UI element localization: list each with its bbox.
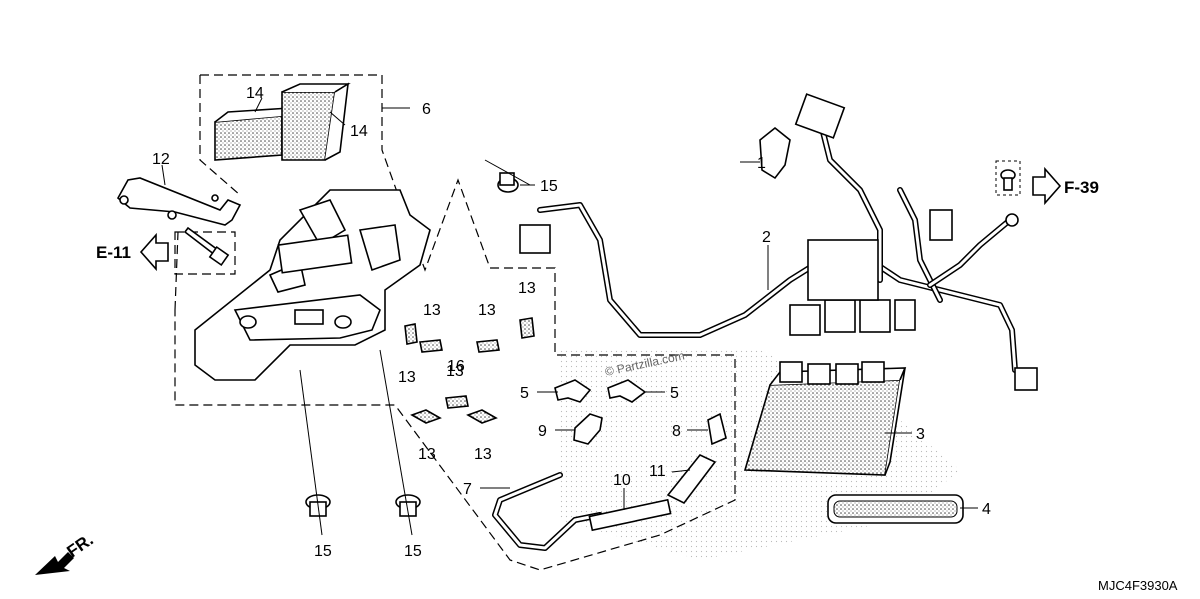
diagram-code: MJC4F3930A	[1098, 578, 1178, 593]
sponge-block-part	[281, 82, 351, 161]
screw-part-top	[497, 172, 519, 193]
callout-8: 8	[672, 423, 681, 440]
sleeve-part	[666, 454, 717, 505]
tape-pad-parts	[404, 317, 535, 424]
callout-15-top: 15	[540, 178, 558, 195]
callout-12: 12	[152, 151, 170, 168]
wire-harness-part	[519, 93, 1038, 391]
callout-4: 4	[982, 501, 991, 518]
callout-13-a: 13	[423, 302, 441, 319]
holder-part	[759, 126, 791, 180]
group-outline-12	[174, 231, 236, 275]
group-outline-6	[174, 74, 736, 571]
reference-f39[interactable]: F-39	[1064, 178, 1099, 197]
housing-part	[194, 189, 431, 381]
callout-3: 3	[916, 426, 925, 443]
callout-13-b: 13	[398, 369, 416, 386]
callout-2: 2	[762, 229, 771, 246]
ecu-part	[743, 361, 907, 476]
reference-e11[interactable]: E-11	[96, 243, 131, 262]
group-outline-12-link	[174, 231, 179, 311]
callout-13-f: 13	[474, 446, 492, 463]
bracket-part	[116, 177, 242, 226]
callout-10: 10	[613, 472, 631, 489]
callout-13-g: 13	[446, 363, 464, 380]
callout-14-right: 14	[350, 123, 368, 140]
callout-5-right: 5	[670, 385, 679, 402]
leader-lines	[161, 97, 978, 536]
callout-13-e: 13	[418, 446, 436, 463]
callout-15-middle: 15	[404, 543, 422, 560]
callout-6: 6	[422, 101, 431, 118]
callout-14-left: 14	[246, 85, 264, 102]
bolt-part-f39	[995, 160, 1021, 196]
callout-9: 9	[538, 423, 547, 440]
sponge-pad-part	[214, 106, 293, 161]
band-part	[827, 494, 964, 524]
callout-7: 7	[463, 481, 472, 498]
arrow-right-icon	[1032, 166, 1062, 206]
callout-13-c: 13	[478, 302, 496, 319]
front-arrow-icon	[35, 552, 74, 575]
tube-part	[588, 498, 672, 532]
wire-guard-part	[492, 472, 603, 551]
group-outline-6-left	[199, 75, 241, 196]
callout-13-d: 13	[518, 280, 536, 297]
clamp-parts	[554, 379, 727, 446]
callout-15-left: 15	[314, 543, 332, 560]
arrow-left-icon	[139, 232, 169, 272]
bolt-part	[183, 226, 230, 267]
callout-5-left: 5	[520, 385, 529, 402]
callout-1: 1	[757, 155, 766, 172]
callout-16: 16	[447, 358, 465, 375]
callout-11: 11	[649, 463, 666, 480]
